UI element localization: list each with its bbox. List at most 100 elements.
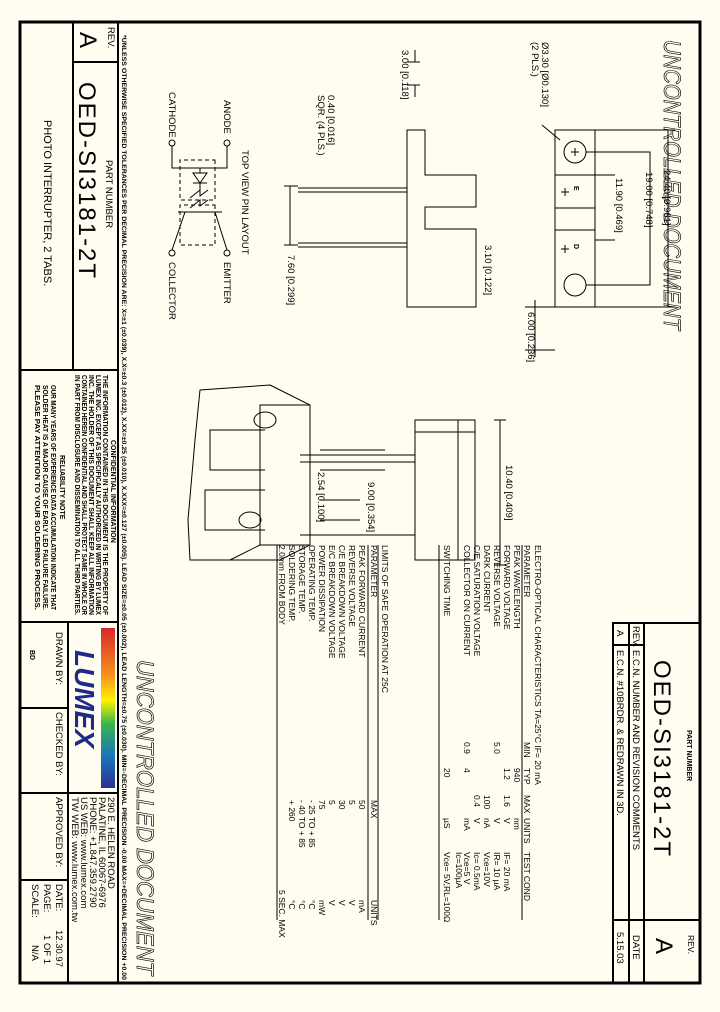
eo-cell: 5.0 [492, 742, 502, 754]
reliability-line: SOLDER HEAT IS A MAJOR CAUSE OF EARLY LE… [41, 385, 48, 610]
limits-cell: 5 [347, 800, 357, 805]
title-block: REV. A PART NUMBER OED-SI3181-2T PHOTO I… [20, 22, 119, 623]
tw-web-link: TW WEB: www.lumex.com.tw [69, 797, 80, 922]
rev-value: A [650, 938, 677, 956]
confidential-line: IN PART FROM DISCLOSURE AND DISSEMINATIO… [73, 375, 80, 615]
title-part-number-label: PART NUMBER [103, 160, 114, 228]
lead-note-count: SQR. (4 PLS.) [315, 95, 326, 156]
limits-cell: OPERATING TEMP. [307, 545, 317, 622]
dim-3-10: 3.10 [0.122] [482, 245, 493, 295]
eo-cell: COLLECTOR ON CURRENT [462, 545, 472, 656]
limits-cell: 5 [327, 800, 337, 805]
limits-cell: mW [317, 900, 327, 915]
eo-cell: Ic= 0.5mA [472, 852, 482, 891]
us-web-link: US WEB: www.lumex.com [78, 797, 89, 908]
eo-cell: 0.4 [472, 795, 482, 807]
limits-cell: V [337, 900, 347, 906]
limits-header: UNITS [369, 900, 379, 926]
pin-cathode-label: CATHODE [166, 92, 177, 138]
limits-cell: - 40 TO + 85 [297, 800, 307, 848]
limits-cell: 75 [317, 800, 327, 810]
reliability-title: RELIABILITY NOTE [58, 455, 65, 520]
limits-cell: mA [357, 900, 367, 913]
limits-cell: V [327, 900, 337, 906]
eo-cell: DARK CURRENT [482, 545, 492, 613]
eo-cell: 1.2 [502, 768, 512, 780]
eo-cell: C/E SATURATION VOLTAGE [472, 545, 482, 657]
company-block: LUMEX 290 E. HELEN ROAD PALATINE, IL 600… [20, 622, 119, 983]
eo-cell: SWITCHING TIME [442, 545, 452, 616]
hole-note: Ø3.30 [Ø0.130] [539, 42, 550, 107]
diode-icon [192, 172, 208, 184]
reliability-line: OUR MANY YEARS OF EXPERIENCE DATA ACCUMU… [49, 385, 56, 611]
logo-text: LUMEX [69, 650, 100, 750]
eo-cell: 0.9 [462, 742, 472, 754]
rev-header-date: DATE [630, 935, 641, 960]
date-value: 12.30.97 [53, 930, 64, 967]
title-rev-label: REV. [105, 27, 116, 48]
electro-optical-table: ELECTRO-OPTICAL CHARACTERISTICS TA=25°C … [438, 545, 543, 922]
page-label: PAGE: [41, 884, 52, 912]
date-label: DATE: [53, 884, 64, 911]
reliability-line: PLEASE PAY ATTENTION TO YOUR SOLDERING P… [33, 385, 40, 610]
eo-header: MAX [522, 795, 532, 814]
eo-cell: V [502, 818, 512, 824]
limits-table: LIMITS OF SAFE OPERATION AT 25CPARAMETER… [276, 545, 390, 938]
eo-header: TYP [522, 768, 532, 785]
limits-cell: 50 [357, 800, 367, 810]
eo-cell: PEAK WAVELENGTH [512, 545, 522, 629]
lead-note: 0.40 [0.016] [325, 95, 336, 145]
eo-cell: IR= 10 µA [492, 852, 502, 891]
limits-cell: STORAGE TEMP. [297, 545, 307, 614]
scale-value: N/A [29, 945, 40, 962]
eo-title: ELECTRO-OPTICAL CHARACTERISTICS TA=25°C … [533, 545, 543, 785]
limits-cell: °C [307, 900, 317, 910]
limits-cell: V [347, 900, 357, 906]
collector-pin-icon [168, 249, 176, 257]
dim-6-00: 6.00 [0.236] [525, 312, 536, 362]
limits-cell: POWER DISSIPATION [317, 545, 327, 632]
dim-9-00: 9.00 [0.354] [365, 482, 376, 532]
eo-header: PARAMETER [522, 545, 532, 597]
isometric-view-drawing [187, 384, 385, 561]
title-rev: A [74, 32, 101, 50]
lumex-logo: LUMEX [69, 628, 115, 788]
eo-cell: 4 [462, 768, 472, 773]
dim-19-00: 19.00 [0.748] [643, 172, 654, 227]
mark-d: D [572, 244, 579, 249]
limits-cell: C/E BREAKDOWN VOLTAGE [337, 545, 347, 659]
limits-cell: + 260 [287, 800, 297, 822]
rev-row-rev: A [614, 630, 625, 637]
confidential-line: LUMEX INC. EXCEPT AS SPECIFICALLY AUTHOR… [94, 375, 101, 615]
watermark-top: UNCONTROLLED DOCUMENT [658, 40, 685, 332]
confidential-title: CONFIDENTIAL INFORMATION [109, 440, 116, 543]
rev-part-number-label: PART NUMBER [685, 730, 692, 781]
eo-cell: IF= 20 mA [502, 852, 512, 892]
part-description: PHOTO INTERRUPTER, 2 TABS. [41, 120, 53, 286]
sheet-frame [18, 20, 702, 985]
limits-cell: - 25 TO + 85 [307, 800, 317, 848]
confidential-line: CONTAINED HEREIN CONFIDENTIAL AND SHALL … [80, 375, 87, 615]
side-view-drawing: 3.00 [0.118] 3.10 [0.122] 7.60 [0.299] 0… [284, 50, 493, 308]
eo-cell: 100 [482, 795, 492, 809]
eo-cell: V [472, 818, 482, 824]
eo-cell: V [492, 818, 502, 824]
drawn-by: BD [28, 650, 35, 660]
limits-cell: E/C BREAKDOWN VOLTAGE [327, 545, 337, 659]
top-view-drawing: 24.40 [0.961] 19.00 [0.748] 11.90 [0.469… [525, 42, 675, 362]
eo-cell: 940 [512, 768, 522, 782]
tolerance-note: *UNLESS OTHERWISE SPECIFIED TOLERANCES P… [120, 35, 126, 981]
phone: PHONE: +1.847.359.2790 [87, 797, 98, 908]
approved-by-label: APPROVED BY: [53, 797, 64, 867]
eo-header: MIN [522, 742, 532, 758]
rev-row-comment: E.C.N. #10BRDR. & REDRAWN IN 3D. [614, 650, 625, 816]
page-value: 1 OF 1 [41, 935, 52, 964]
rev-header-comments: E.C.N. NUMBER AND REVISION COMMENTS [630, 650, 641, 850]
dim-3-00: 3.00 [0.118] [399, 50, 410, 99]
pin-collector-label: COLLECTOR [166, 262, 177, 320]
dim-24-40: 24.40 [0.961] [661, 170, 672, 225]
mark-e: E [572, 186, 579, 191]
